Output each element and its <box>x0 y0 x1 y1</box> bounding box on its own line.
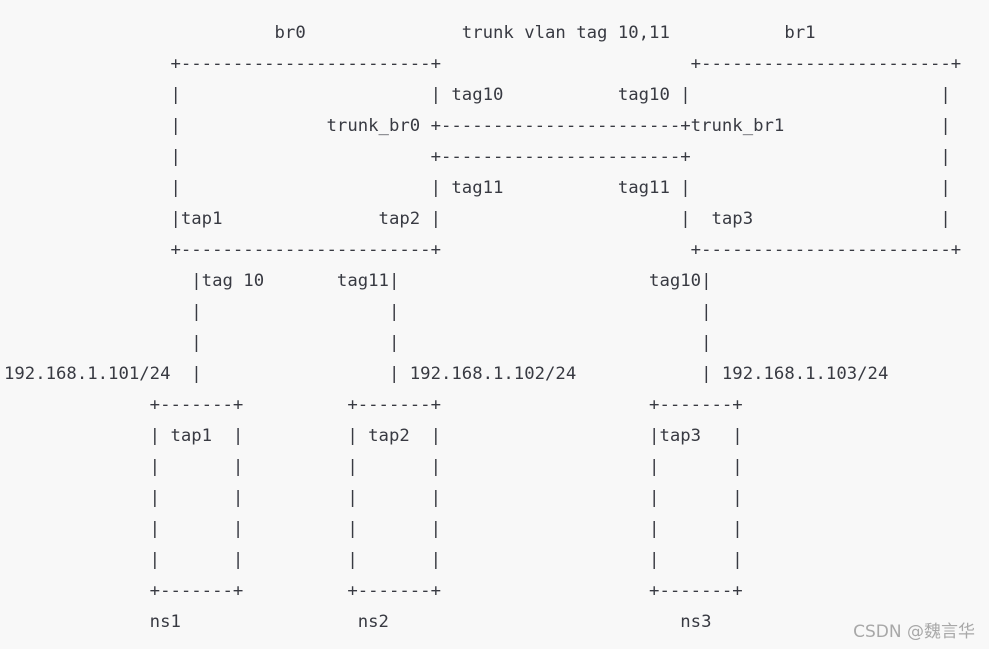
diagram-line-ns-body-2: | | | | | | <box>4 488 743 508</box>
diagram-line-bridge-bottom-border: +------------------------+ +------------… <box>4 240 962 260</box>
diagram-line-ns-top-border: +-------+ +-------+ +-------+ <box>4 395 743 415</box>
ascii-network-diagram: br0 trunk vlan tag 10,11 br1 +----------… <box>4 0 984 649</box>
diagram-line-ns-taps: | tap1 | | tap2 | |tap3 | <box>4 426 743 446</box>
diagram-line-bridge-taps: |tap1 tap2 | | tap3 | <box>4 209 951 229</box>
diagram-line-access-tags: |tag 10 tag11| tag10| <box>4 271 712 291</box>
diagram-line-bridge-titles: br0 trunk vlan tag 10,11 br1 <box>4 23 816 43</box>
watermark: CSDN @魏言华 <box>853 622 975 642</box>
diagram-line-ns-body-1: | | | | | | <box>4 457 743 477</box>
diagram-line-ns-body-4: | | | | | | <box>4 550 743 570</box>
diagram-line-namespace-labels: ns1 ns2 ns3 <box>4 612 712 632</box>
diagram-line-tag10-trunk: | | tag10 tag10 | | <box>4 85 951 105</box>
diagram-line-link-2: | | | <box>4 333 712 353</box>
diagram-line-link-1: | | | <box>4 302 712 322</box>
diagram-line-ns-bottom-border: +-------+ +-------+ +-------+ <box>4 581 743 601</box>
diagram-line-trunk-ports: | trunk_br0 +-----------------------+tru… <box>4 116 951 136</box>
diagram-line-ns-body-3: | | | | | | <box>4 519 743 539</box>
diagram-line-ip-addresses: 192.168.1.101/24 | | 192.168.1.102/24 | … <box>4 364 889 384</box>
diagram-line-bridge-top-border: +------------------------+ +------------… <box>4 54 962 74</box>
diagram-line-trunk-link: | +-----------------------+ | <box>4 147 951 167</box>
diagram-line-tag11-trunk: | | tag11 tag11 | | <box>4 178 951 198</box>
